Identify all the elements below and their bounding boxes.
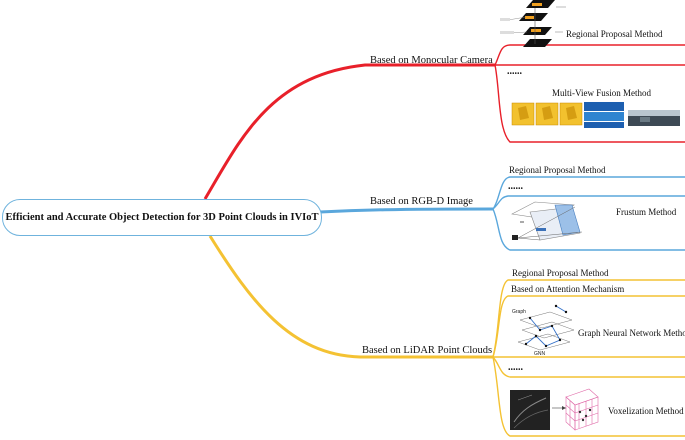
leaf-rgbd-regional-proposal: Regional Proposal Method <box>509 165 606 175</box>
voxel-grid-figure <box>510 388 599 431</box>
connector-monocular <box>203 63 495 200</box>
branch-label-rgbd: Based on RGB-D Image <box>370 196 473 207</box>
connector-rgbd <box>319 207 494 214</box>
root-node: Efficient and Accurate Object Detection … <box>2 199 322 236</box>
connector-rgbd-regional <box>492 176 685 210</box>
connector-rgbd-dots <box>492 195 685 210</box>
leaf-rgbd-ellipsis: ...... <box>508 181 523 192</box>
leaf-lidar-graph-neural-network: Graph Neural Network Method <box>578 328 685 338</box>
connector-lidar-attention <box>492 295 685 358</box>
leaf-lidar-regional-proposal: Regional Proposal Method <box>512 268 609 278</box>
stacked-proposal-planes-figure <box>500 0 566 47</box>
connector-lidar-voxel <box>492 356 685 437</box>
leaf-lidar-attention: Based on Attention Mechanism <box>511 284 625 294</box>
gnn-graph-caption: Graph <box>512 309 526 315</box>
leaf-lidar-voxelization: Voxelization Method <box>608 406 684 416</box>
leaf-rgbd-frustum: Frustum Method <box>616 207 677 217</box>
leaf-monocular-regional-proposal: Regional Proposal Method <box>566 29 663 39</box>
connector-rgbd-frustum <box>492 208 685 251</box>
connector-monocular-multiview <box>494 64 685 143</box>
frustum-diagram-figure <box>511 201 583 241</box>
connector-lidar-dots <box>492 356 685 378</box>
connector-monocular-regional <box>494 44 685 66</box>
gnn-caption: GNN <box>534 351 546 357</box>
branch-label-monocular: Based on Monocular Camera <box>370 55 493 66</box>
connector-lidar <box>208 235 493 359</box>
root-label: Efficient and Accurate Object Detection … <box>5 212 319 223</box>
leaf-lidar-ellipsis: ...... <box>508 362 523 373</box>
leaf-monocular-ellipsis: ...... <box>507 66 522 77</box>
multi-view-images-figure <box>511 102 680 128</box>
branch-label-lidar: Based on LiDAR Point Clouds <box>362 345 493 356</box>
leaf-monocular-multi-view-fusion: Multi-View Fusion Method <box>552 88 651 98</box>
graph-gnn-figure: Graph GNN <box>512 304 575 357</box>
